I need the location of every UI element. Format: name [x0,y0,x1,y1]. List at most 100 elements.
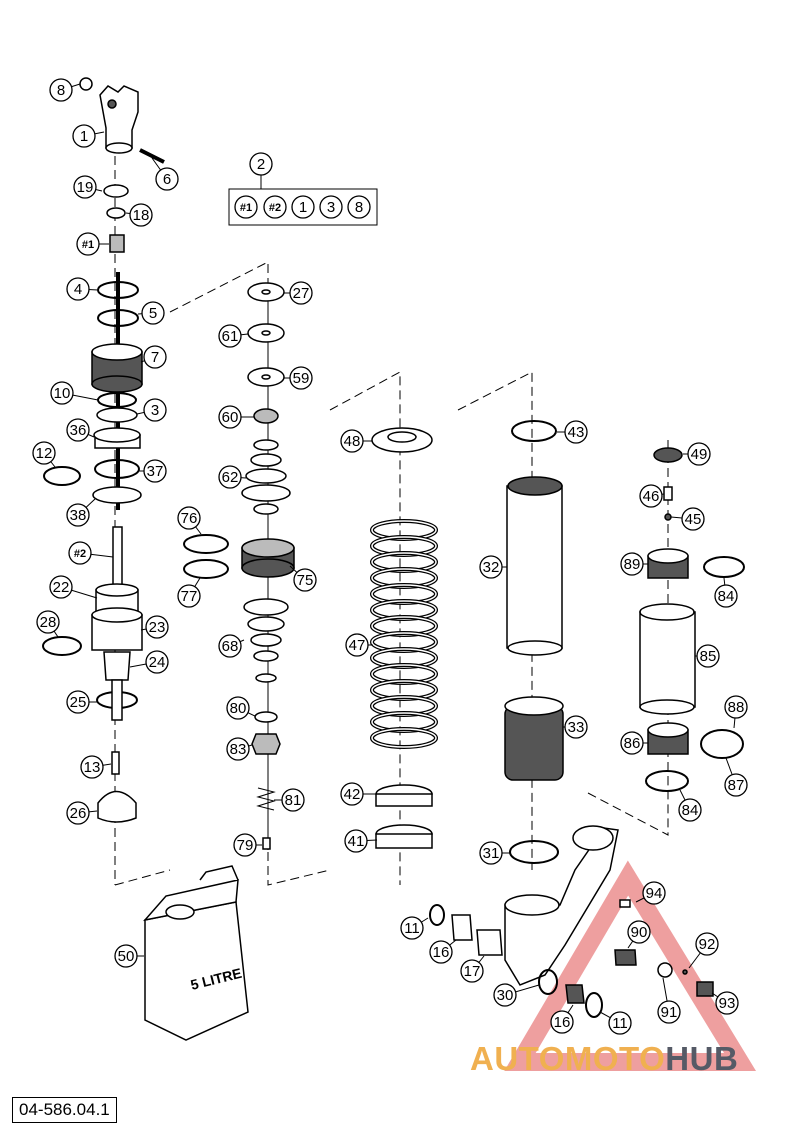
callout-circle [281,788,305,812]
kit-part-label: 3 [327,199,335,216]
watermark-text-2: HUB [665,1040,739,1077]
assembly-axis-lines [114,100,669,886]
callout-label: 38 [70,507,87,524]
callout-circle [218,405,242,429]
lower-hardware [429,899,714,1018]
callout-label: 59 [293,370,310,387]
callout-circle [143,459,167,483]
callout-circle [177,506,201,530]
callout-label: 85 [700,648,717,665]
callout-label: 11 [612,1015,628,1032]
callout-label: 28 [40,614,57,631]
callout-circle [66,418,90,442]
callout-label: 84 [682,802,699,819]
callout-label: 91 [661,1004,678,1021]
callout-label: 36 [70,422,87,439]
damper-body-column [504,420,619,986]
reservoir-column [639,447,745,792]
callout-circle [460,959,484,983]
kit-part-circle [347,195,371,219]
callout-label: 88 [728,699,745,716]
callout-circle [226,737,250,761]
callout-label: 27 [293,285,310,302]
kit-part-label: 1 [299,199,307,216]
callout-label: 75 [297,572,314,589]
callout-label: 33 [568,719,585,736]
callout-circle [715,991,739,1015]
callout-label: 61 [222,328,239,345]
callout-circle [627,920,651,944]
callout-circle [226,696,250,720]
drawing-code: 04-586.04.1 [12,1097,117,1123]
callout-circle [66,503,90,527]
callout-label: 1 [80,128,88,145]
callout-circle [724,695,748,719]
callout-circle [145,650,169,674]
callout-label: 41 [348,833,365,850]
callout-label: 92 [699,936,716,953]
callout-circle [177,584,201,608]
callout-label: 17 [464,963,481,980]
callout-circle [345,633,369,657]
callout-circle [141,301,165,325]
callout-label: 84 [718,588,735,605]
callout-label: #2 [74,548,86,560]
callout-circle [429,940,453,964]
callout-label: 25 [70,694,87,711]
callout-label: 23 [149,619,166,636]
callout-circle [657,1000,681,1024]
callout-circle [76,232,100,256]
callout-label: 50 [118,948,135,965]
callout-circle [218,324,242,348]
callout-label: 3 [151,402,159,419]
kit-part-label: 8 [355,199,363,216]
callout-circle [80,755,104,779]
kit-part-label: #2 [269,202,281,214]
callout-circle [66,277,90,301]
callout-circle [678,798,702,822]
callout-circle [564,715,588,739]
callout-label: 68 [222,638,239,655]
callout-circle [129,203,153,227]
callout-circle [218,465,242,489]
callout-label: 19 [77,179,94,196]
callout-circle [550,1010,574,1034]
callout-label: 32 [483,559,500,576]
callout-label: 26 [70,805,87,822]
callout-circle [608,1011,632,1035]
callout-label: 24 [149,654,166,671]
callout-label: 13 [84,759,101,776]
callout-label: 16 [554,1014,571,1031]
callout-circle [155,167,179,191]
callout-label: 83 [230,741,247,758]
callout-circle [642,881,666,905]
callout-circle [681,507,705,531]
callout-circle [479,841,503,865]
callout-circle [724,773,748,797]
callout-circle [344,829,368,853]
callout-circle [687,442,711,466]
callout-label: #1 [82,239,94,251]
callout-label: 89 [624,556,641,573]
callout-circle [564,420,588,444]
callout-label: 86 [624,735,641,752]
callout-label: 22 [53,579,70,596]
callout-label: 4 [74,281,82,298]
callout-circle [620,731,644,755]
callout-label: 8 [57,82,65,99]
callout-label: 45 [685,511,702,528]
callout-label: 87 [728,777,745,794]
callout-label: 42 [344,786,361,803]
callout-label: 77 [181,588,198,605]
callout-label: 7 [151,349,159,366]
callout-circle [695,932,719,956]
callout-circle [493,983,517,1007]
callout-circle [72,124,96,148]
watermark-text-1: AUTOMOTO [470,1040,666,1077]
callout-circle [114,944,138,968]
spring-coil [371,728,437,748]
callout-circle [620,552,644,576]
kit-part-circle [234,195,258,219]
kit-part-circle [319,195,343,219]
